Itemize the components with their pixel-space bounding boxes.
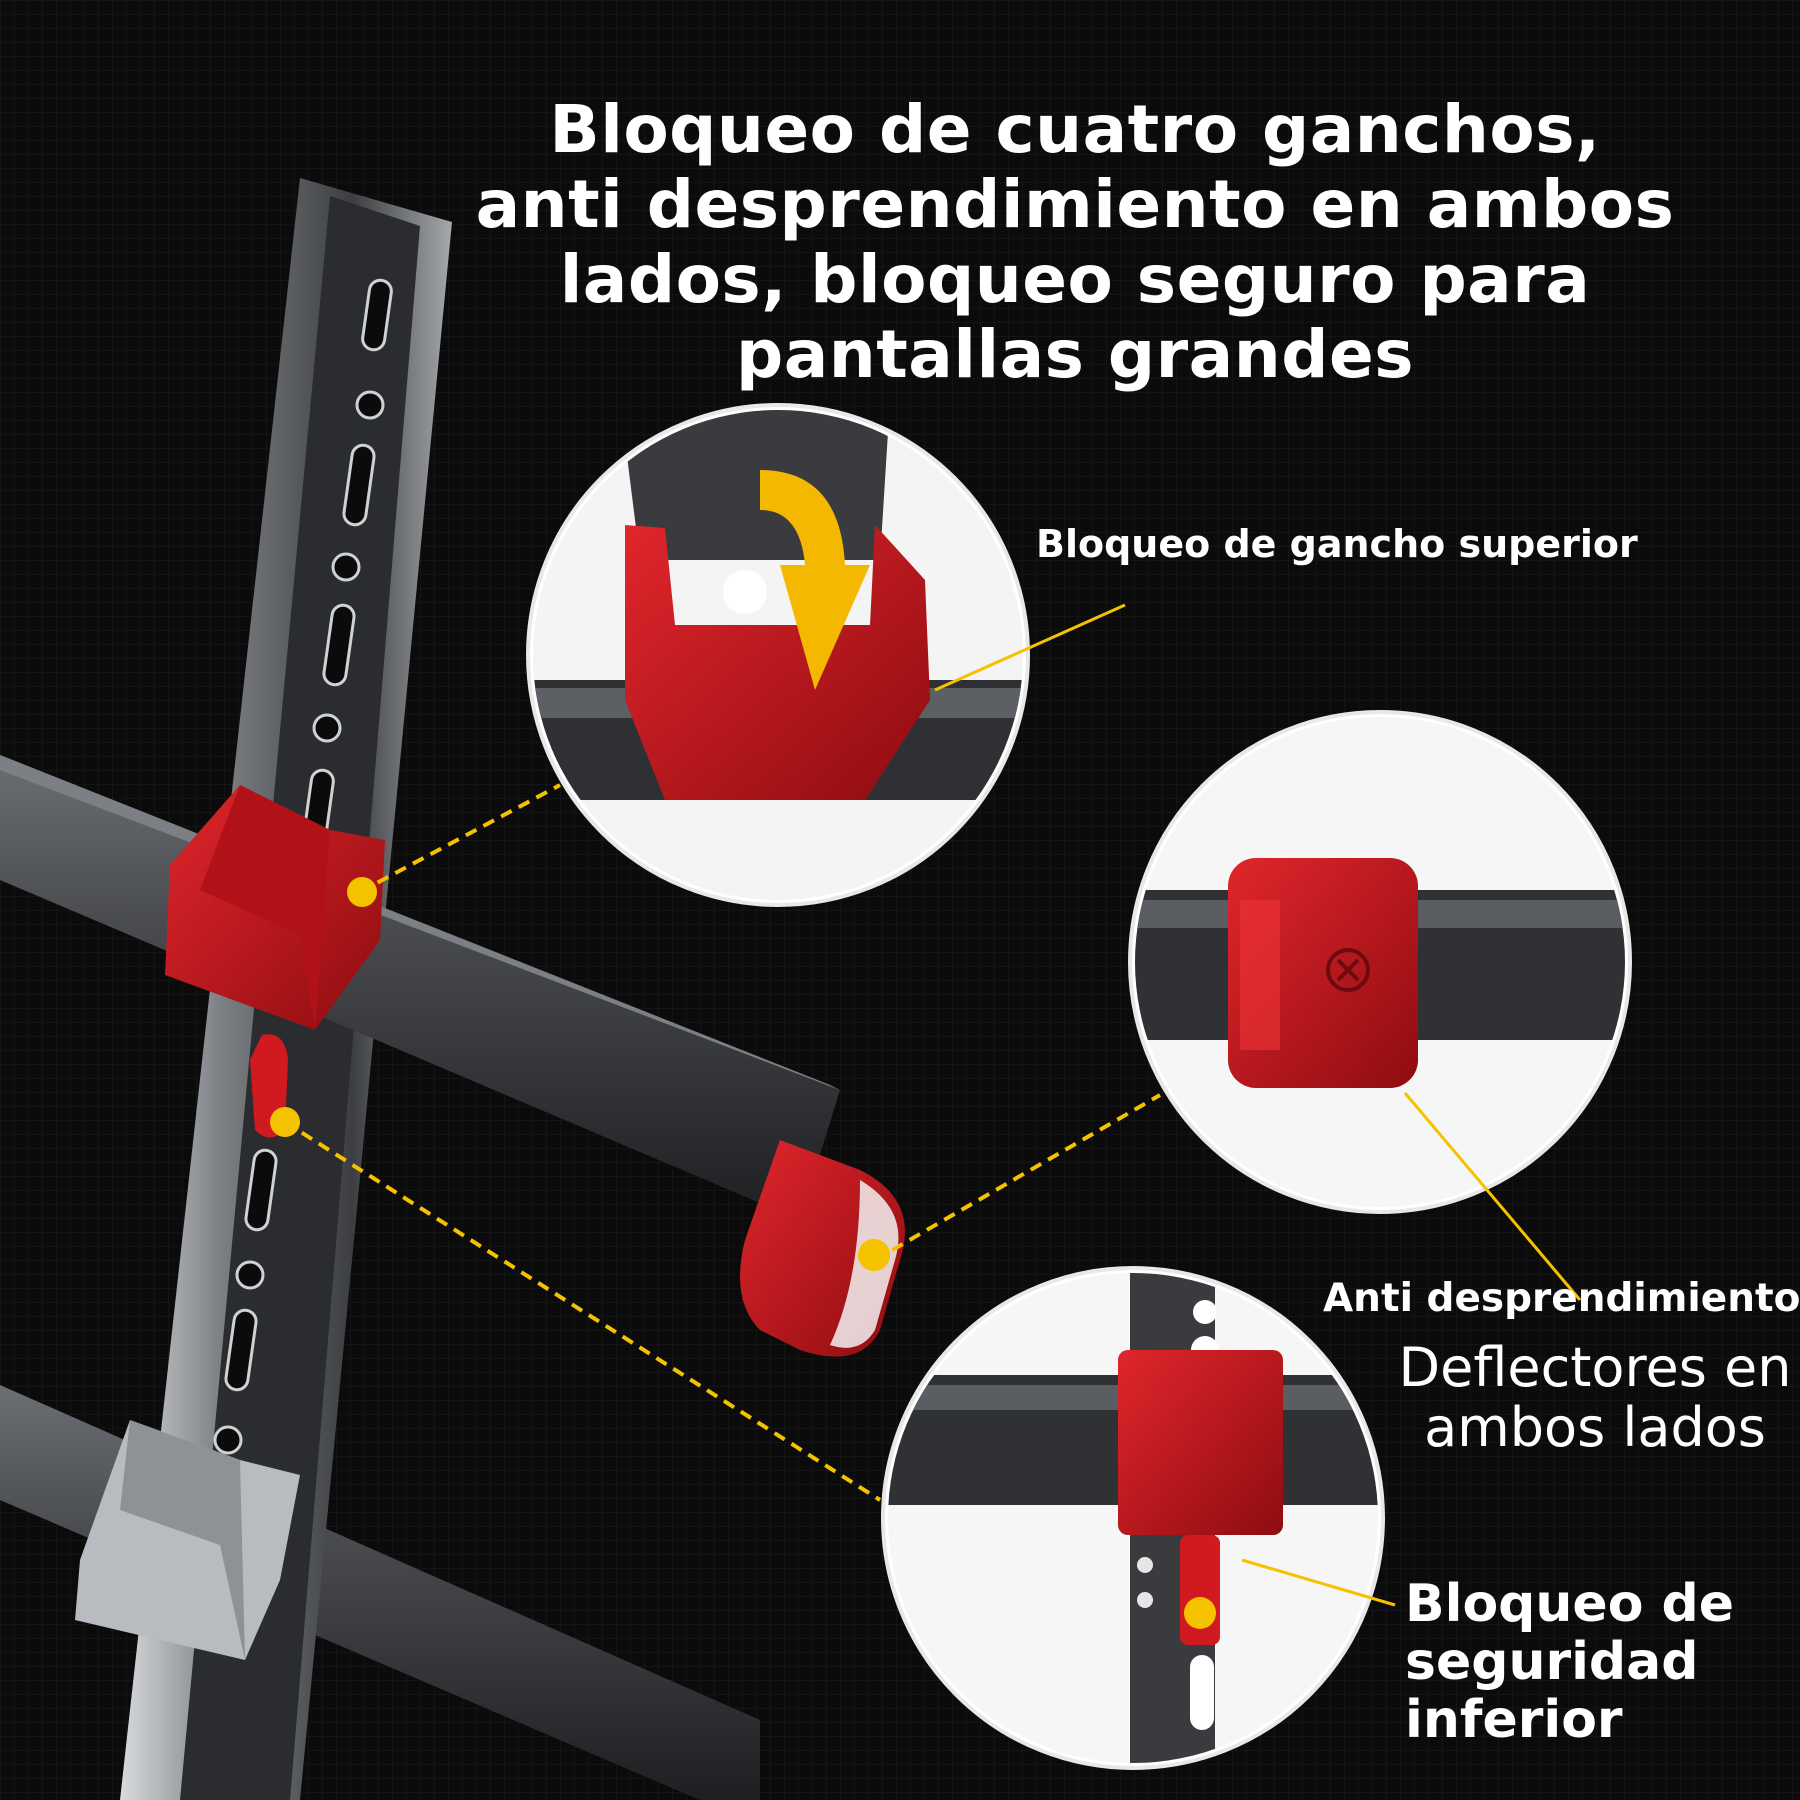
marker-dots (270, 877, 890, 1271)
detail-circle-deflector (1128, 710, 1632, 1214)
dashed-leader-lines (283, 783, 1162, 1502)
headline: Bloqueo de cuatro ganchos, anti desprend… (475, 91, 1675, 393)
detail-circle-top-hook (526, 403, 1030, 907)
callout-bottom-safety-lock: Bloqueo de seguridad inferior (1405, 1574, 1735, 1750)
top-hook-lock (165, 785, 385, 1030)
bottom-lock-marker (1184, 1597, 1216, 1629)
callout-top-hook-lock: Bloqueo de gancho superior (1036, 522, 1638, 566)
lower-hook (75, 1420, 300, 1660)
callout-deflectors: Deflectores en ambos lados (1398, 1336, 1792, 1459)
callout-anti-detach: Anti desprendimiento (1323, 1276, 1800, 1321)
callout-leader-lines (934, 603, 1582, 1607)
detail-circle-bottom-lock (881, 1266, 1385, 1770)
